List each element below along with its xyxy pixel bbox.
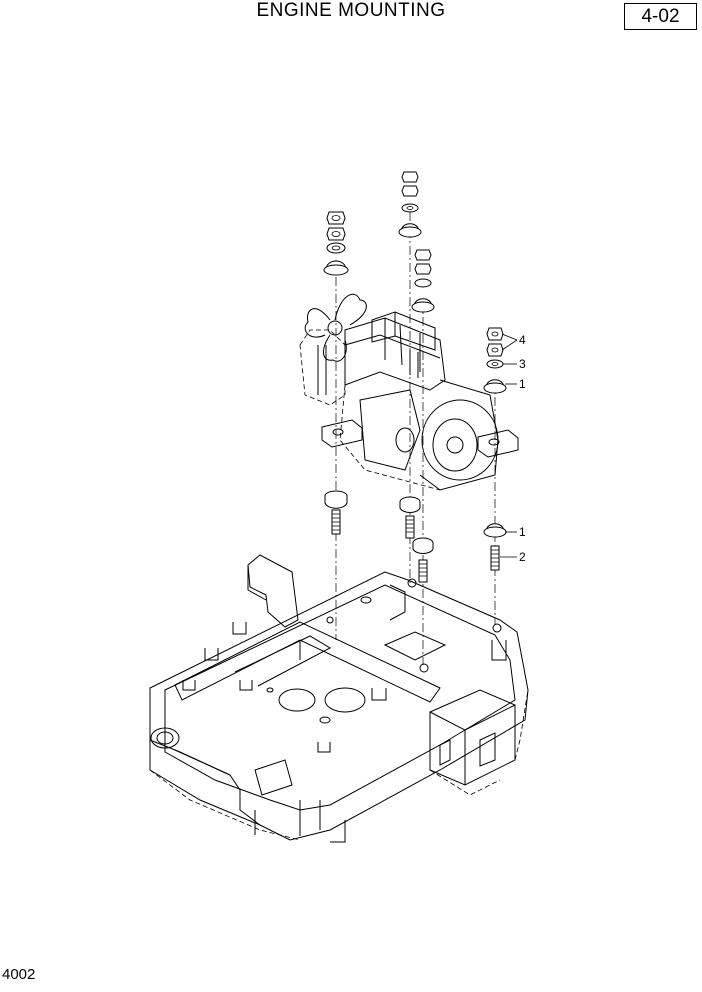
mount-stack-center <box>398 171 435 583</box>
washer-part <box>401 203 419 213</box>
mount-stack-right <box>483 327 507 571</box>
rubber-mount-part <box>399 496 421 513</box>
nut-part <box>401 185 419 197</box>
stud-bolt-part <box>331 509 341 535</box>
nut-part <box>326 211 346 225</box>
callout-label: 1 <box>519 377 526 391</box>
callout-leaders <box>500 333 518 558</box>
washer-part <box>414 278 432 288</box>
nut-part <box>401 171 419 183</box>
nut-part <box>414 249 432 261</box>
engine-drawing <box>299 293 519 491</box>
mount-stack-left <box>323 211 349 535</box>
frame-drawing <box>149 554 529 843</box>
stud-bolt-part <box>418 559 428 583</box>
nut-part <box>326 227 346 241</box>
callout-label: 1 <box>519 525 526 539</box>
rubber-mount-part <box>324 490 348 509</box>
washer-part <box>326 242 346 254</box>
rubber-mount-part <box>412 537 434 554</box>
stud-bolt-part <box>405 515 415 539</box>
stud-bolt-part <box>490 545 500 571</box>
drawing-number: 4002 <box>2 966 36 983</box>
washer-part <box>486 359 504 369</box>
callout-label: 2 <box>519 550 526 564</box>
callout-label: 4 <box>519 333 526 347</box>
rubber-mount-part <box>483 523 507 538</box>
rubber-mount-part <box>483 379 507 394</box>
rubber-mount-part <box>398 223 422 238</box>
nut-part <box>486 343 504 357</box>
nut-part <box>486 327 504 341</box>
callout-label: 3 <box>519 357 526 371</box>
rubber-mount-part <box>323 260 349 276</box>
nut-part <box>414 263 432 275</box>
page-code-box: 4-02 <box>624 3 697 30</box>
rubber-mount-part <box>411 298 435 313</box>
page-title: ENGINE MOUNTING <box>256 0 446 21</box>
